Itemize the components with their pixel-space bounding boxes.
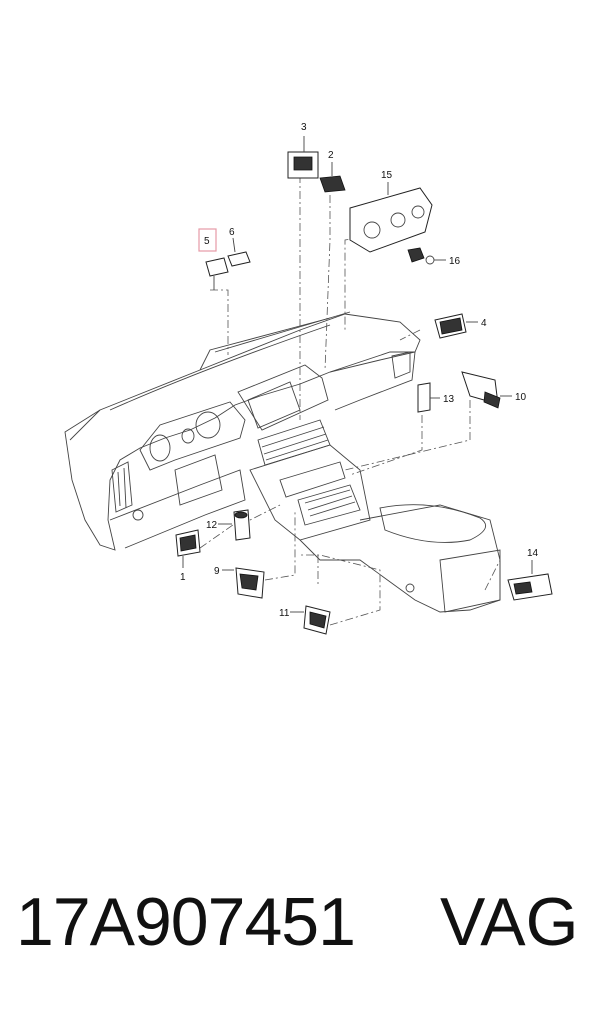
callout-11: 11 xyxy=(279,608,290,619)
part-number: 17A907451 xyxy=(16,884,356,960)
part-3-switch xyxy=(287,136,319,179)
callout-6: 6 xyxy=(229,227,235,238)
callout-5-highlight xyxy=(198,228,217,252)
callout-15: 15 xyxy=(381,170,393,181)
part-10-switch xyxy=(461,371,512,409)
callout-10: 10 xyxy=(515,392,527,403)
callout-9: 9 xyxy=(214,566,220,577)
callout-16: 16 xyxy=(449,256,461,267)
part-4-switch xyxy=(434,313,478,339)
part-11-switch xyxy=(290,605,331,635)
dashboard-outline xyxy=(64,311,501,613)
part-9-switch xyxy=(222,567,265,599)
parts-diagram: 1 2 3 4 5 6 9 10 11 12 13 14 15 16 xyxy=(64,122,553,635)
callout-4: 4 xyxy=(481,318,487,329)
callout-12: 12 xyxy=(206,520,218,531)
part-14-switch xyxy=(507,560,553,601)
callout-1: 1 xyxy=(180,572,186,583)
part-13-socket xyxy=(417,382,440,413)
part-2-switch xyxy=(319,162,346,193)
callout-14: 14 xyxy=(527,548,539,559)
part-1-switch xyxy=(175,529,201,568)
callout-5: 5 xyxy=(204,236,210,247)
part-15-climate-control xyxy=(349,182,433,253)
dashed-leader-lines xyxy=(199,175,501,626)
part-6-cover xyxy=(227,237,251,267)
callout-labels: 1 2 3 4 5 6 9 10 11 12 13 14 15 16 xyxy=(180,122,539,619)
callout-13: 13 xyxy=(443,394,455,405)
callout-2: 2 xyxy=(328,150,334,161)
part-5-cover xyxy=(205,257,229,290)
brand-name: VAG xyxy=(440,884,579,960)
part-16-connector xyxy=(407,247,446,265)
callout-3: 3 xyxy=(301,122,307,133)
part-12-socket xyxy=(218,509,251,541)
